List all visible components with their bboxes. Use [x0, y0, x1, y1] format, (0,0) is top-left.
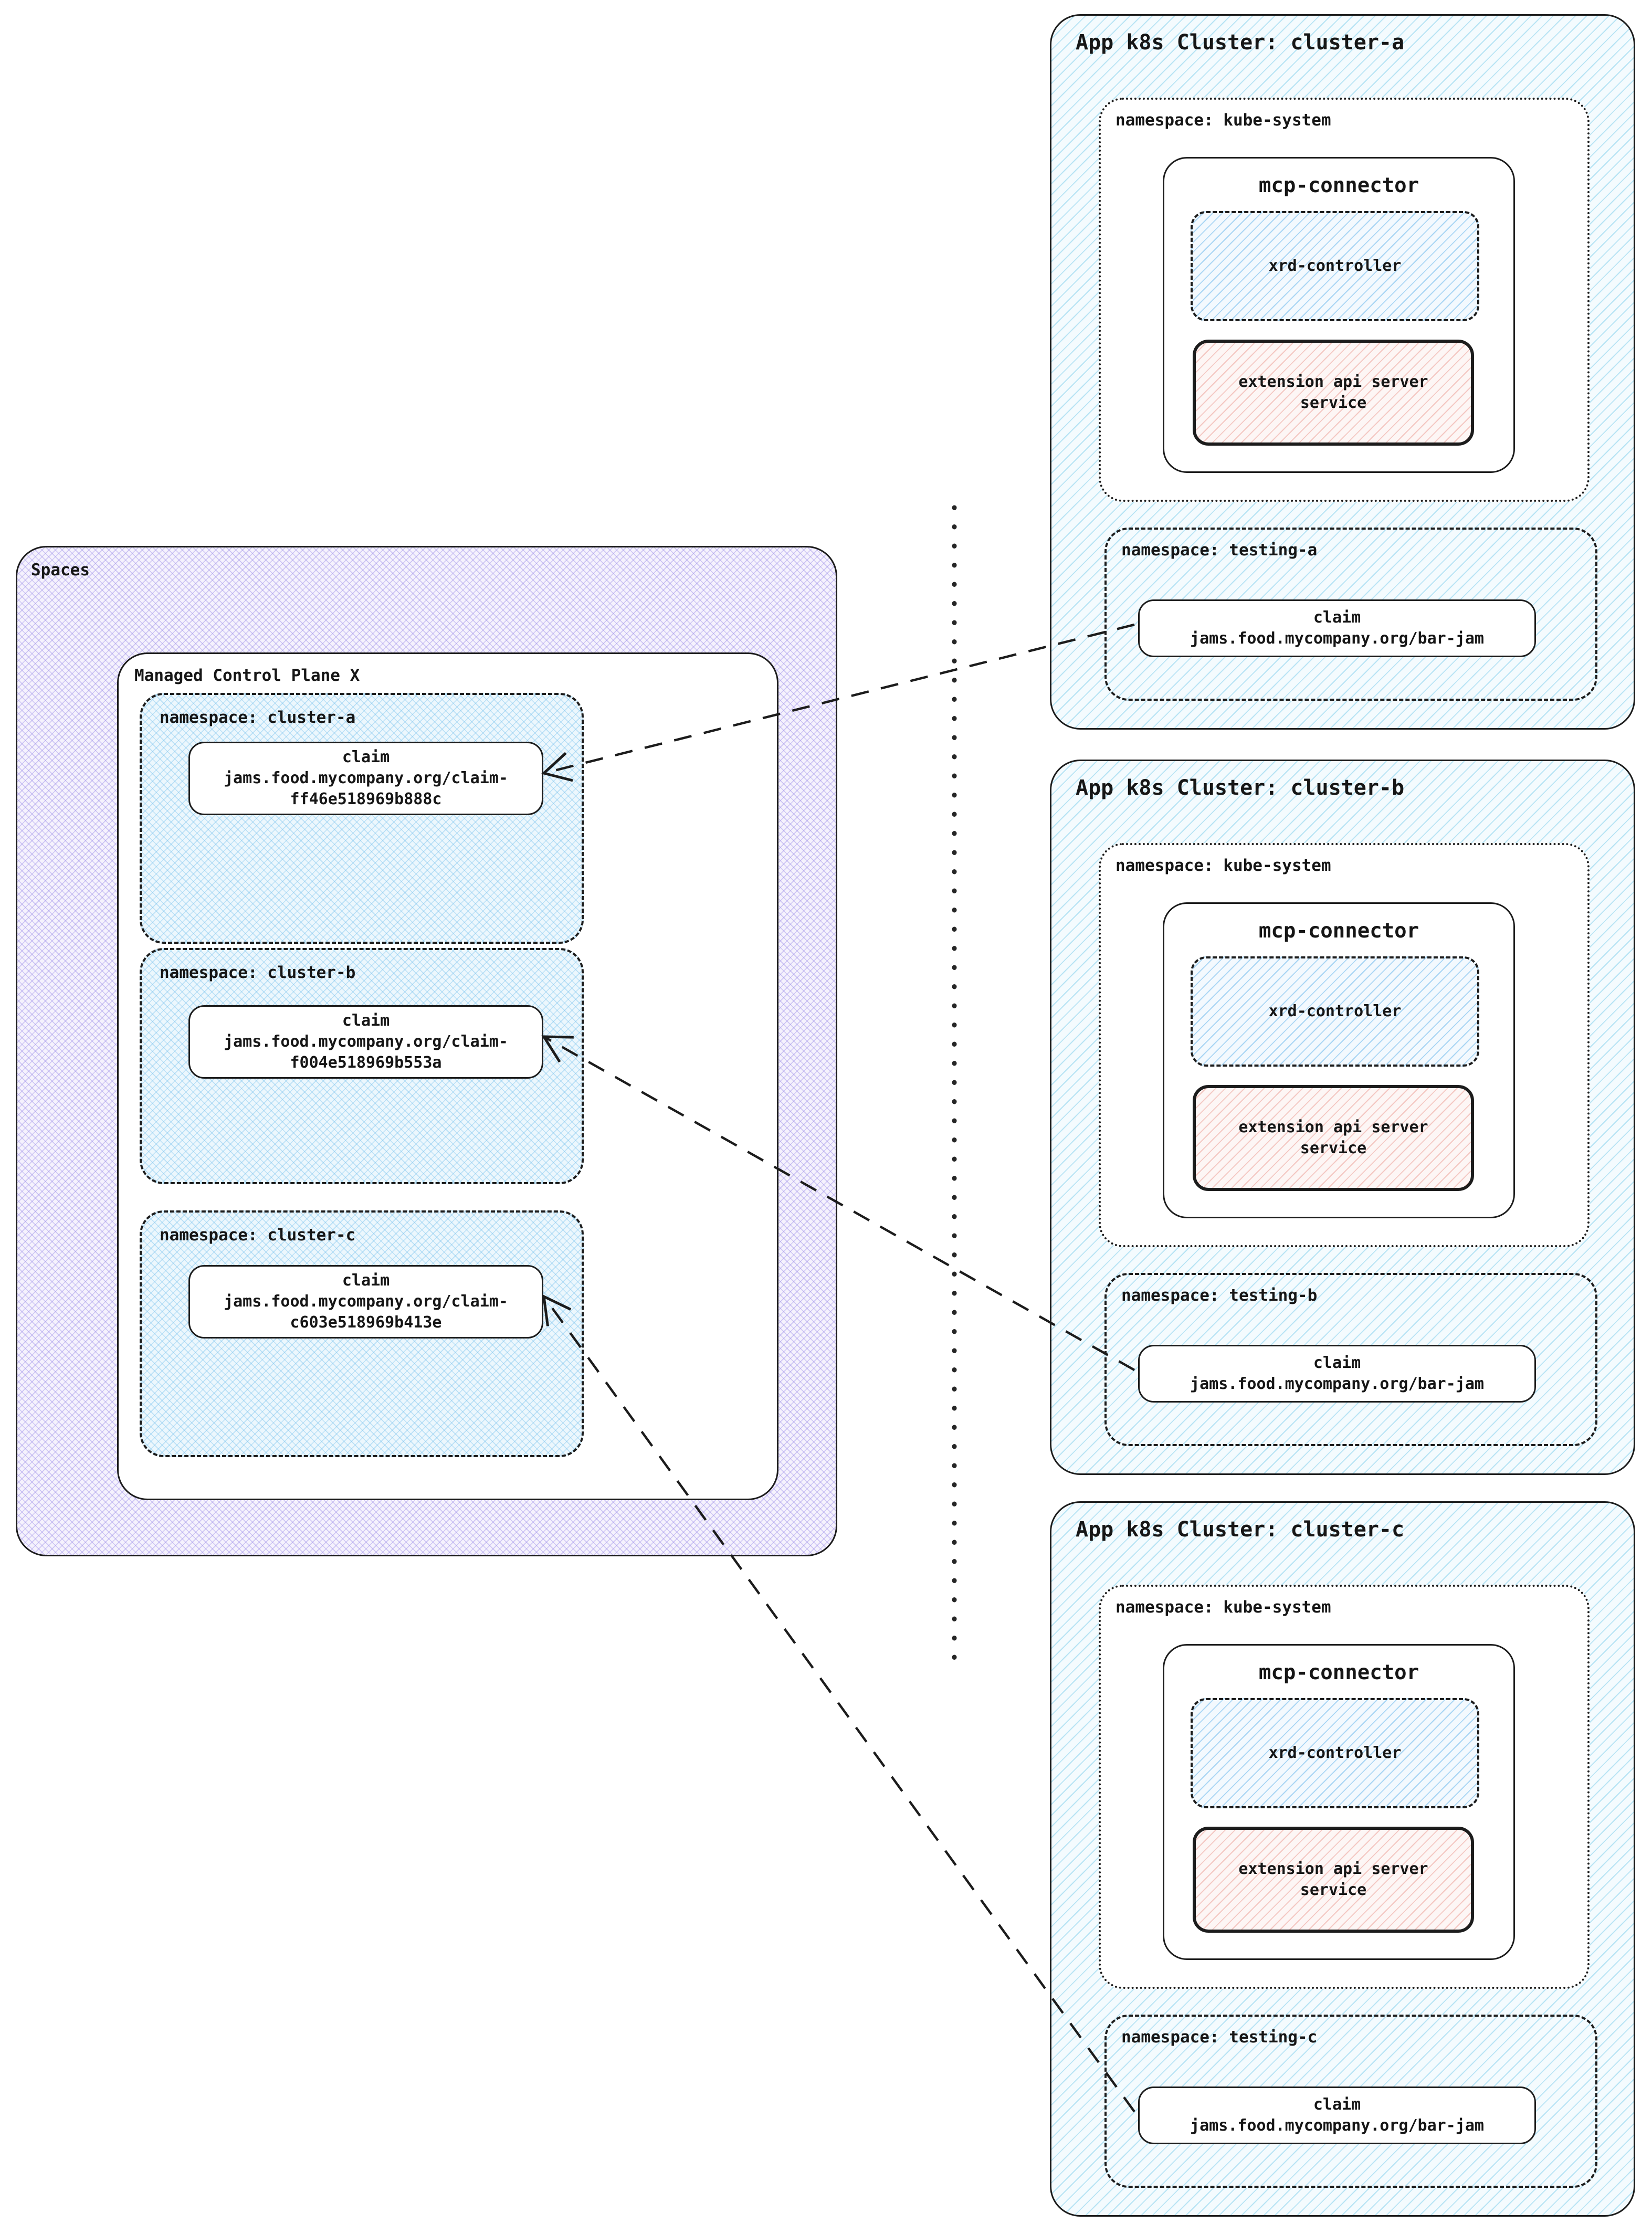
- namespace-cluster-a: namespace: cluster-a claim jams.food.myc…: [140, 693, 584, 944]
- mcp-connector-c: mcp-connector xrd-controller extension a…: [1163, 1644, 1515, 1960]
- spaces-container: Spaces Managed Control Plane X namespace…: [16, 546, 837, 1556]
- extension-api-label-line1: extension api server: [1238, 1860, 1428, 1878]
- spaces-label: Spaces: [31, 561, 90, 579]
- mcp-connector-label-b: mcp-connector: [1258, 919, 1419, 943]
- cluster-c-title: App k8s Cluster: cluster-c: [1076, 1518, 1405, 1542]
- claim-path-line: jams.food.mycompany.org/bar-jam: [1190, 2116, 1484, 2135]
- kube-system-namespace-b: namespace: kube-system mcp-connector xrd…: [1099, 843, 1590, 1247]
- namespace-cluster-b-label: namespace: cluster-b: [160, 963, 356, 982]
- kube-system-namespace-c: namespace: kube-system mcp-connector xrd…: [1099, 1585, 1590, 1989]
- mcp-connector-label-c: mcp-connector: [1258, 1661, 1419, 1684]
- extension-api-server-service-c: extension api server service: [1193, 1827, 1474, 1933]
- extension-api-label-line2: service: [1300, 1881, 1367, 1899]
- claim-box-cluster-a: claim jams.food.mycompany.org/claim- ff4…: [188, 742, 543, 815]
- claim-title: claim: [342, 1271, 390, 1290]
- claim-title: claim: [342, 748, 390, 766]
- namespace-cluster-a-label: namespace: cluster-a: [160, 708, 356, 727]
- xrd-controller-label-b: xrd-controller: [1268, 1002, 1402, 1020]
- cluster-b-title: App k8s Cluster: cluster-b: [1076, 776, 1405, 800]
- kube-system-label-b: namespace: kube-system: [1116, 856, 1331, 875]
- bar-jam-claim-a: claim jams.food.mycompany.org/bar-jam: [1138, 599, 1536, 657]
- app-cluster-a: App k8s Cluster: cluster-a namespace: ku…: [1050, 14, 1635, 730]
- bar-jam-claim-b: claim jams.food.mycompany.org/bar-jam: [1138, 1345, 1536, 1403]
- extension-api-label-line2: service: [1300, 1139, 1367, 1157]
- testing-a-label: namespace: testing-a: [1121, 541, 1318, 560]
- managed-control-plane: Managed Control Plane X namespace: clust…: [117, 652, 778, 1500]
- testing-b-label: namespace: testing-b: [1121, 1286, 1318, 1305]
- xrd-controller-label-a: xrd-controller: [1268, 257, 1402, 275]
- testing-namespace-c: namespace: testing-c claim jams.food.myc…: [1104, 2015, 1597, 2188]
- claim-path-line: jams.food.mycompany.org/bar-jam: [1190, 1375, 1484, 1393]
- namespace-cluster-b: namespace: cluster-b claim jams.food.myc…: [140, 948, 584, 1184]
- kube-system-label-c: namespace: kube-system: [1116, 1598, 1331, 1617]
- claim-id-line: ff46e518969b888c: [290, 790, 442, 808]
- managed-control-plane-label: Managed Control Plane X: [134, 666, 360, 685]
- app-cluster-c: App k8s Cluster: cluster-c namespace: ku…: [1050, 1501, 1635, 2217]
- mcp-connector-a: mcp-connector xrd-controller extension a…: [1163, 157, 1515, 473]
- claim-path-line: jams.food.mycompany.org/claim-: [224, 769, 508, 787]
- extension-api-label-line2: service: [1300, 394, 1367, 412]
- mcp-connector-b: mcp-connector xrd-controller extension a…: [1163, 902, 1515, 1218]
- namespace-cluster-c: namespace: cluster-c claim jams.food.myc…: [140, 1210, 584, 1457]
- extension-api-server-service-a: extension api server service: [1193, 340, 1474, 446]
- testing-namespace-b: namespace: testing-b claim jams.food.myc…: [1104, 1273, 1597, 1446]
- bar-jam-claim-c: claim jams.food.mycompany.org/bar-jam: [1138, 2087, 1536, 2144]
- claim-box-cluster-c: claim jams.food.mycompany.org/claim- c60…: [188, 1265, 543, 1339]
- testing-c-label: namespace: testing-c: [1121, 2028, 1318, 2047]
- claim-path-line: jams.food.mycompany.org/claim-: [224, 1032, 508, 1051]
- mcp-connector-label-a: mcp-connector: [1258, 174, 1419, 197]
- cluster-a-title: App k8s Cluster: cluster-a: [1076, 30, 1405, 55]
- xrd-controller-c: xrd-controller: [1191, 1698, 1479, 1808]
- claim-path-line: jams.food.mycompany.org/bar-jam: [1190, 629, 1484, 648]
- claim-id-line: c603e518969b413e: [290, 1313, 442, 1332]
- claim-title: claim: [1313, 2095, 1361, 2114]
- claim-box-cluster-b: claim jams.food.mycompany.org/claim- f00…: [188, 1005, 543, 1079]
- app-cluster-b: App k8s Cluster: cluster-b namespace: ku…: [1050, 760, 1635, 1475]
- testing-namespace-a: namespace: testing-a claim jams.food.myc…: [1104, 528, 1597, 701]
- kube-system-namespace-a: namespace: kube-system mcp-connector xrd…: [1099, 98, 1590, 502]
- extension-api-server-service-b: extension api server service: [1193, 1085, 1474, 1191]
- claim-path-line: jams.food.mycompany.org/claim-: [224, 1292, 508, 1311]
- claim-id-line: f004e518969b553a: [290, 1053, 442, 1072]
- extension-api-label-line1: extension api server: [1238, 1118, 1428, 1136]
- claim-title: claim: [1313, 608, 1361, 627]
- xrd-controller-label-c: xrd-controller: [1268, 1744, 1402, 1762]
- kube-system-label-a: namespace: kube-system: [1116, 111, 1331, 130]
- claim-title: claim: [1313, 1354, 1361, 1372]
- xrd-controller-a: xrd-controller: [1191, 211, 1479, 321]
- xrd-controller-b: xrd-controller: [1191, 956, 1479, 1067]
- claim-title: claim: [342, 1011, 390, 1030]
- namespace-cluster-c-label: namespace: cluster-c: [160, 1226, 356, 1245]
- extension-api-label-line1: extension api server: [1238, 373, 1428, 391]
